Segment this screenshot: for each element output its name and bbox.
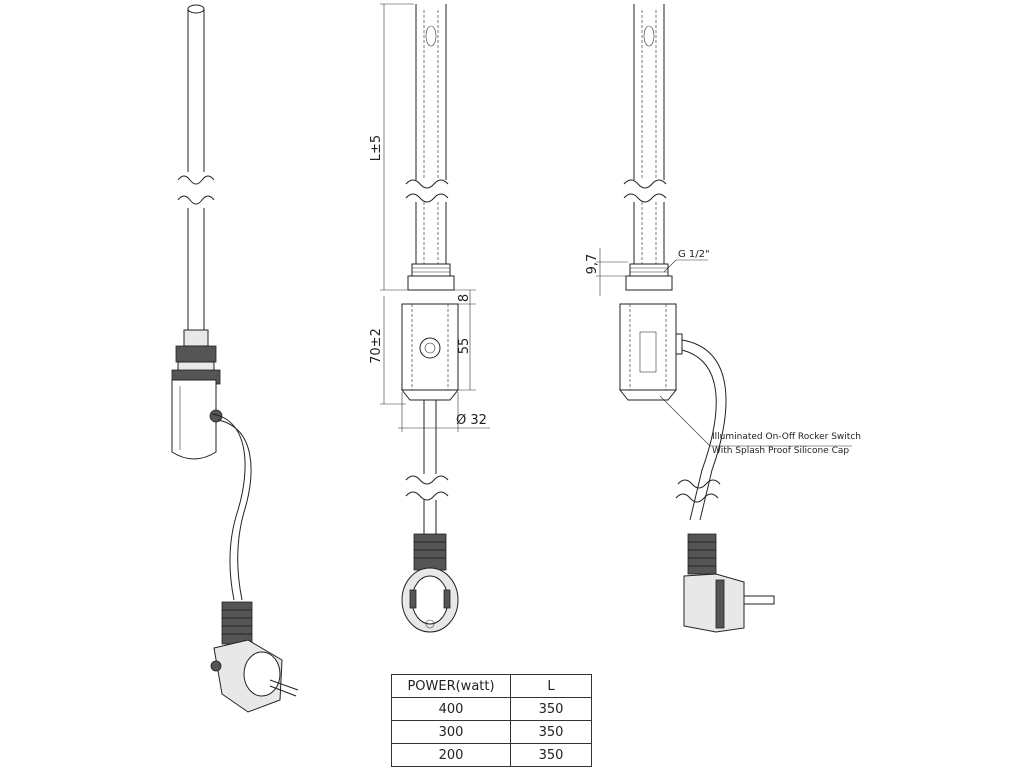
- switch-callout-line1: Illuminated On-Off Rocker Switch: [712, 432, 861, 442]
- side-view: 9,7 G 1/2" Illuminated On-Off Rocker Swi…: [585, 4, 861, 633]
- switch-height-dimension: 55: [457, 338, 472, 355]
- perspective-view: [171, 4, 299, 713]
- table-header-power: POWER(watt): [391, 674, 511, 698]
- power-table: POWER(watt) L 400 350 300 350 200 350: [391, 674, 592, 767]
- thread-label: G 1/2": [678, 249, 710, 260]
- length-dimension: L±5: [369, 135, 384, 161]
- table-header-row: POWER(watt) L: [391, 674, 592, 698]
- table-cell: 350: [510, 720, 592, 744]
- table-cell: 200: [391, 743, 511, 767]
- table-cell: 400: [391, 697, 511, 721]
- table-cell: 300: [391, 720, 511, 744]
- table-row: 200 350: [391, 743, 592, 767]
- table-row: 400 350: [391, 697, 592, 721]
- table-row: 300 350: [391, 720, 592, 744]
- table-cell: 350: [510, 743, 592, 767]
- nut-height-dimension: 8: [457, 294, 472, 302]
- switch-callout-line2: With Splash Proof Silicone Cap: [712, 446, 849, 456]
- table-header-length: L: [510, 674, 592, 698]
- front-view: L±5 70±2 8 55 Ø 32: [369, 3, 490, 633]
- diameter-dimension: Ø 32: [456, 413, 487, 428]
- thread-height-dimension: 9,7: [585, 254, 600, 275]
- table-cell: 350: [510, 697, 592, 721]
- body-height-dimension: 70±2: [369, 328, 384, 364]
